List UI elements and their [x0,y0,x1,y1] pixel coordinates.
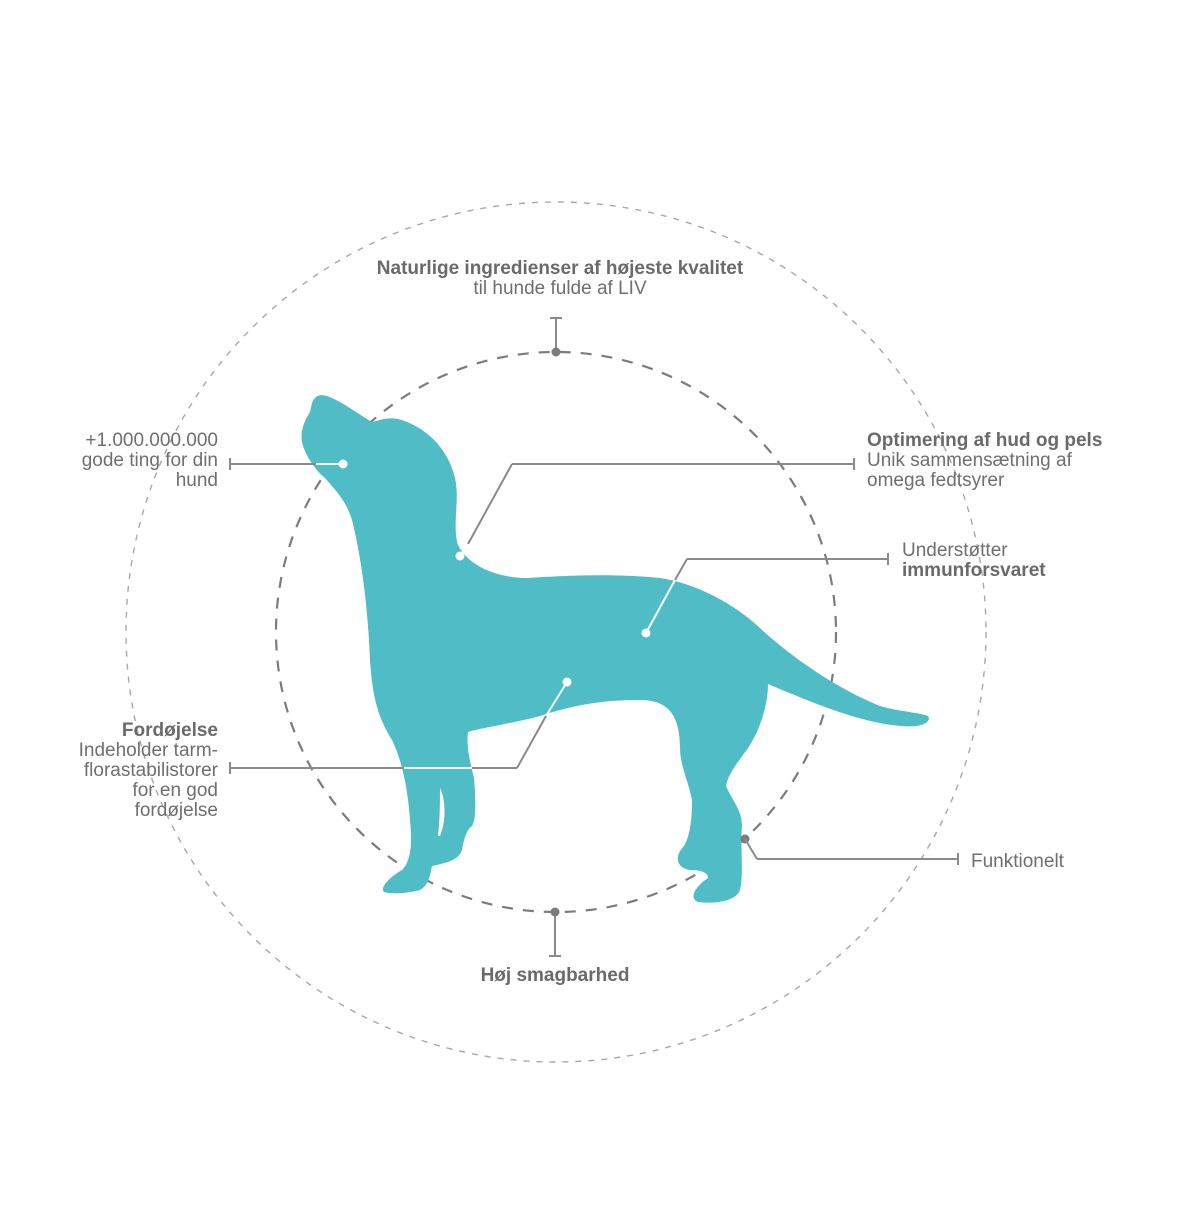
front-leg-gap [438,788,445,836]
callout-right-upper-title: Optimering af hud og pels [867,430,1103,451]
callout-top-subtitle: til hunde fulde af LIV [473,278,647,299]
callout-left-lower-line2: florastabilistorer [83,760,218,781]
callout-top: Naturlige ingredienser af højeste kvalit… [300,259,820,299]
callout-left-lower-title: Fordøjelse [121,720,218,741]
callout-left-upper-line3: hund [175,470,218,491]
callout-bottom-title: Høj smagbarhed [480,965,630,986]
callout-left-upper: +1.000.000.000 gode ting for din hund [20,431,218,491]
callout-left-lower-line1: Indeholder tarm- [78,740,218,761]
callout-left-upper-line2: gode ting for din [81,450,218,471]
connector-left-lower [229,677,572,774]
callout-right-upper: Optimering af hud og pels Unik sammensæt… [867,431,1102,491]
callout-right-upper-line1: Unik sammensætning af [867,450,1072,471]
callout-left-upper-line1: +1.000.000.000 [85,430,218,451]
connector-left-upper [229,458,348,470]
inner-dashed-ring [274,350,838,914]
callout-right-upper-line2: omega fedtsyrer [867,470,1005,491]
callout-right-middle-line2: immunforsvaret [902,560,1046,581]
callout-right-lower-label: Funktionelt [971,851,1064,872]
outer-dashed-ring [125,201,987,1063]
callout-left-lower: Fordøjelse Indeholder tarm- florastabili… [20,721,218,821]
callout-left-lower-line3: for en god [132,780,218,801]
connector-right-lower [740,834,959,865]
connector-bottom [549,907,561,957]
callout-right-lower: Funktionelt [971,852,1064,872]
dog-silhouette [301,395,929,903]
callout-left-lower-line4: fordøjelse [134,800,218,821]
callout-bottom: Høj smagbarhed [405,966,705,986]
connector-right-middle [641,553,889,638]
connector-right-upper [455,458,855,561]
callout-right-middle: Understøtter immunforsvaret [902,541,1046,581]
connector-top [550,317,562,357]
callout-right-middle-line1: Understøtter [902,540,1008,561]
callout-top-title: Naturlige ingredienser af højeste kvalit… [376,258,744,279]
